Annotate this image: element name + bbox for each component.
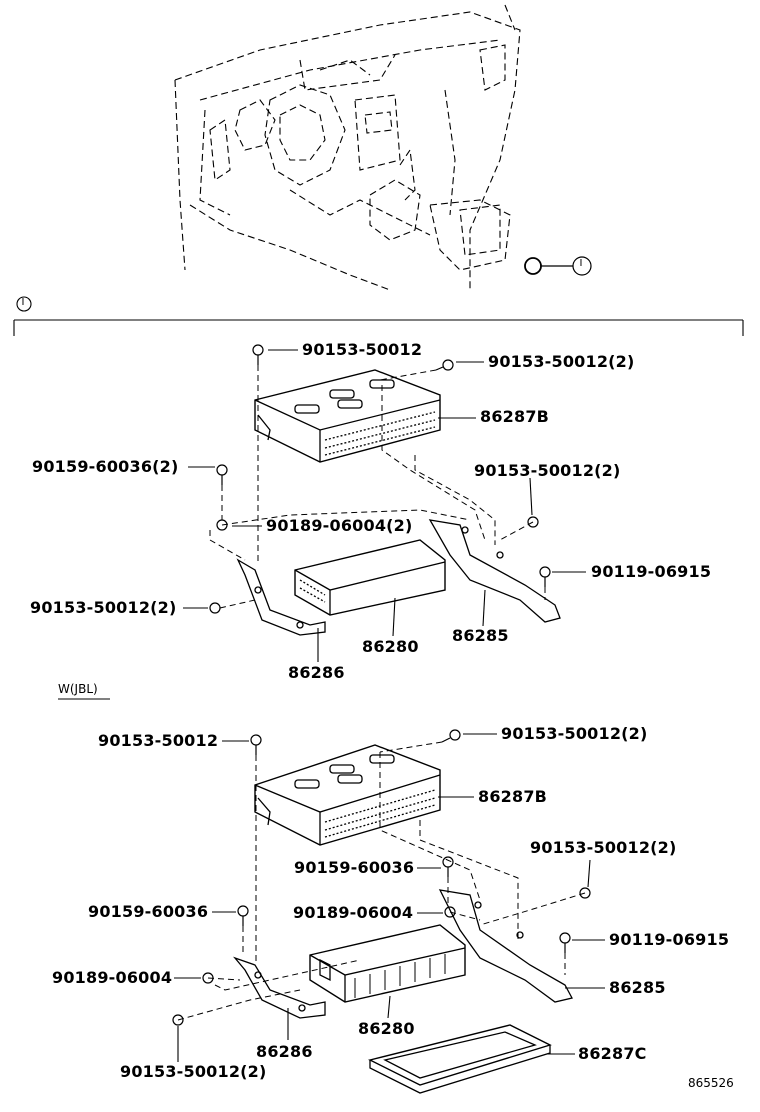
label-bottom-86280: 86280: [358, 1019, 415, 1038]
leaders-top: [183, 350, 586, 662]
assembly-lines-top: [210, 365, 545, 608]
label-top-90189-06004-2: 90189-06004(2): [266, 516, 413, 535]
bracket-86286-top: [238, 560, 325, 635]
label-top-90153-50012-2c: 90153-50012(2): [30, 598, 177, 617]
top-group-parts: [183, 345, 586, 662]
label-bottom-86287c: 86287C: [578, 1044, 647, 1063]
label-bottom-86285: 86285: [609, 978, 666, 997]
label-top-90153-50012-2a: 90153-50012(2): [488, 352, 635, 371]
label-bottom-90153-50012-2c: 90153-50012(2): [120, 1062, 267, 1081]
bracket-86286-bottom: [235, 958, 325, 1018]
label-top-86286: 86286: [288, 663, 345, 682]
bracket-86285-bottom: [440, 890, 572, 1002]
dashboard-illustration: [175, 5, 520, 290]
label-bottom-90153-50012: 90153-50012: [98, 731, 219, 750]
amplifier-86280-top: [295, 540, 445, 615]
label-top-86285: 86285: [452, 626, 509, 645]
label-bottom-90159-60036a: 90159-60036: [294, 858, 415, 877]
bracket-86285-top: [430, 520, 560, 622]
label-bottom-86286: 86286: [256, 1042, 313, 1061]
ref-marker-section: I: [21, 297, 25, 308]
amplifier-86280-bottom: [310, 925, 465, 1002]
label-bottom-90153-50012-2a: 90153-50012(2): [501, 724, 648, 743]
label-bottom-90159-60036b: 90159-60036: [88, 902, 209, 921]
screws-bottom: [173, 730, 590, 1025]
cover-86287b-bottom: [255, 745, 440, 845]
leaders-bottom: [174, 734, 605, 1062]
label-top-90119-06915: 90119-06915: [591, 562, 712, 581]
bottom-group-parts: [173, 730, 605, 1093]
label-top-86287b: 86287B: [480, 407, 550, 426]
label-bottom-90189-06004a: 90189-06004: [293, 903, 414, 922]
drawing-code: 865526: [688, 1076, 734, 1090]
label-bottom-90189-06004b: 90189-06004: [52, 968, 173, 987]
assembly-lines-bottom: [178, 742, 585, 1020]
tray-86287c: [370, 1025, 550, 1093]
section-tag-jbl: W(JBL): [58, 682, 98, 696]
ref-marker-overview: I: [579, 258, 583, 269]
label-top-86280: 86280: [362, 637, 419, 656]
label-top-90153-50012-2b: 90153-50012(2): [474, 461, 621, 480]
cover-86287b-top: [255, 370, 440, 462]
label-top-90159-60036-2: 90159-60036(2): [32, 457, 179, 476]
screws-top: [210, 345, 550, 613]
label-bottom-90153-50012-2b: 90153-50012(2): [530, 838, 677, 857]
label-bottom-86287b: 86287B: [478, 787, 548, 806]
label-bottom-90119-06915: 90119-06915: [609, 930, 730, 949]
label-top-90153-50012: 90153-50012: [302, 340, 423, 359]
